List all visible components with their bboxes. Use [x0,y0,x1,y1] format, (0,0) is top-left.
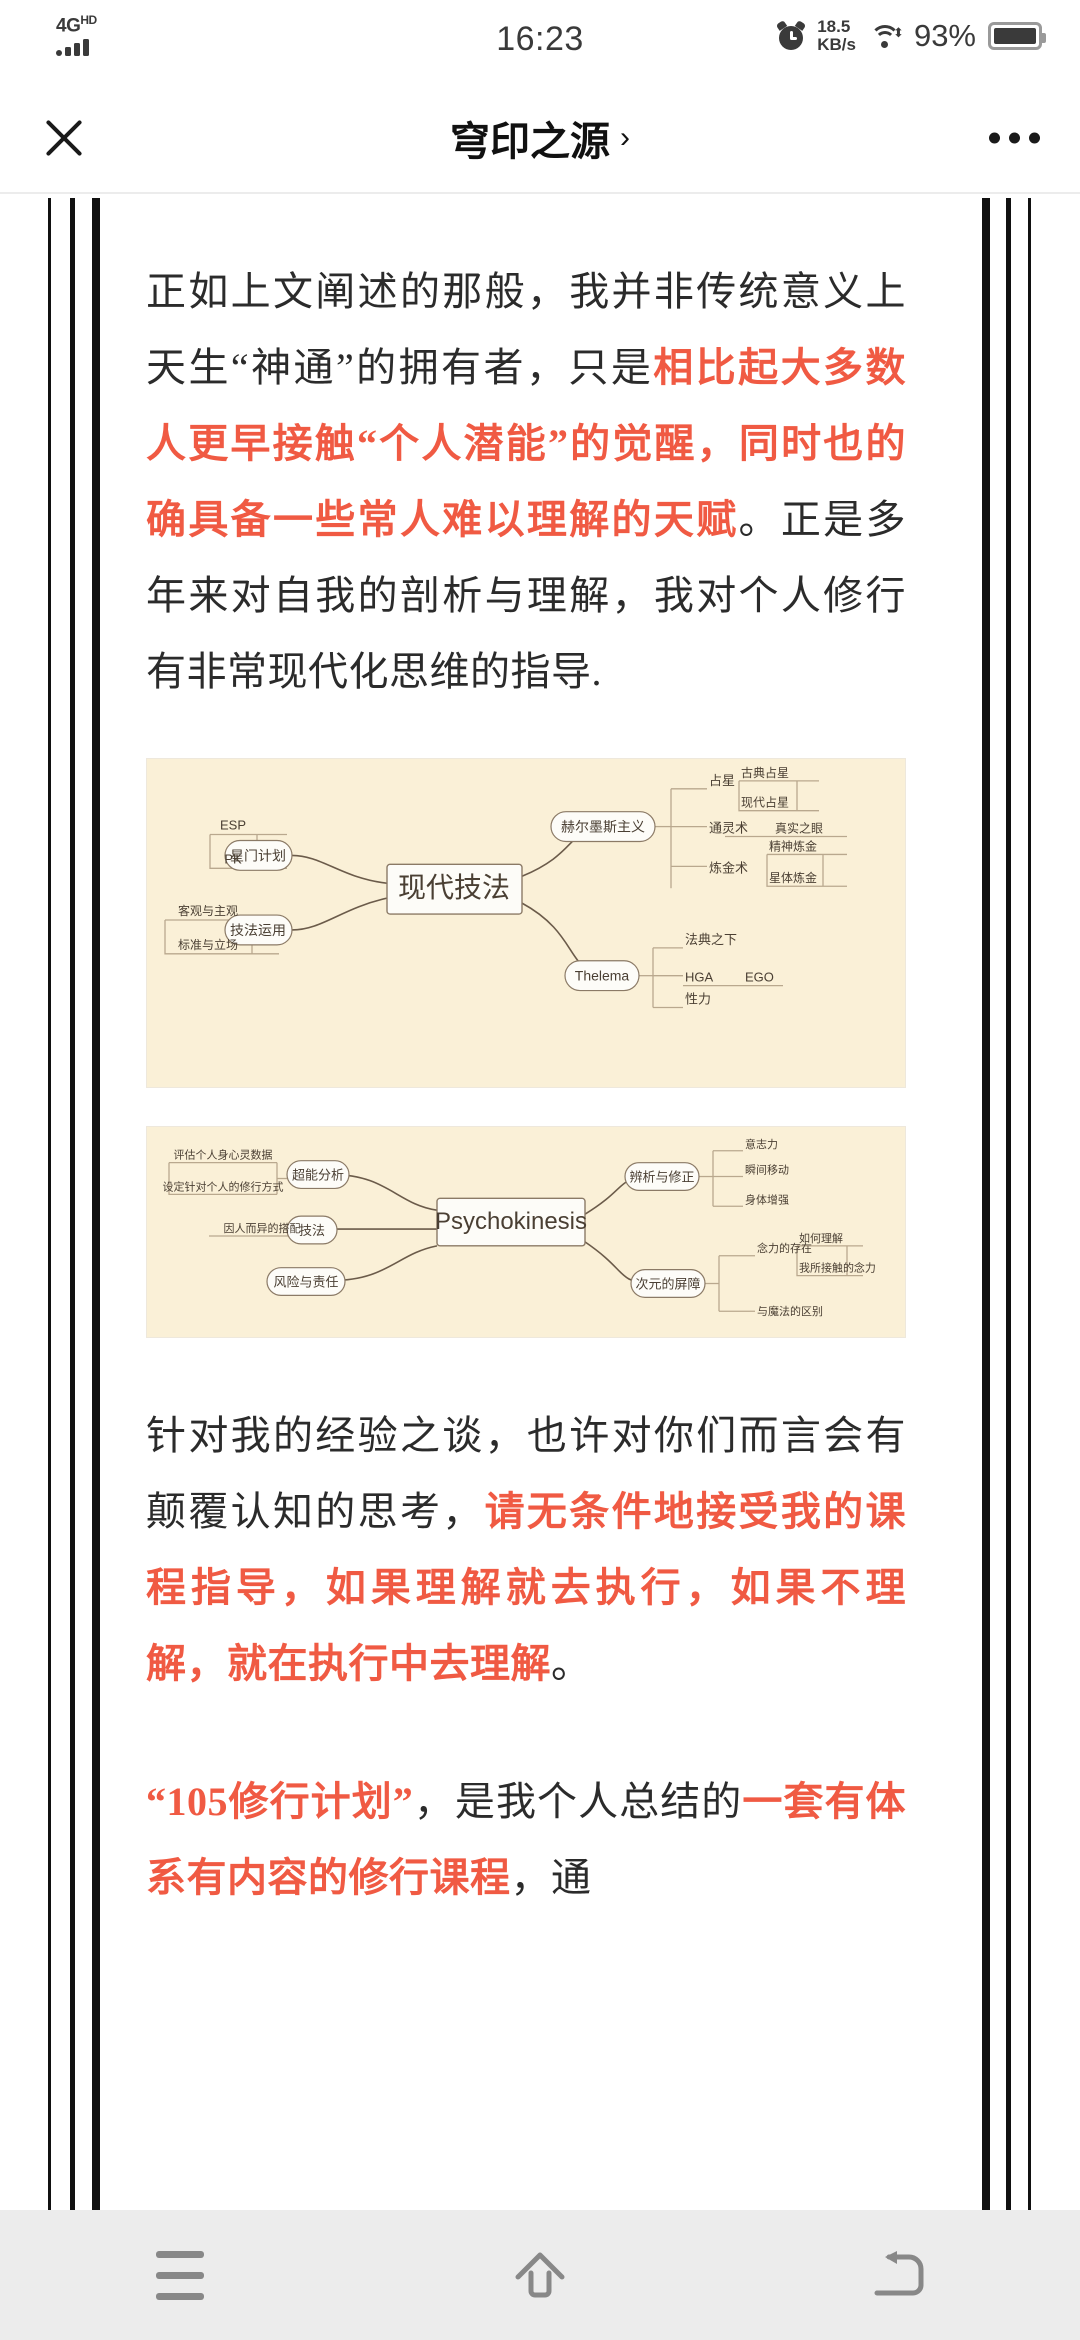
mindmap-2-leaf: 身体增强 [745,1192,789,1206]
text-run: 正如上文阐述的那般，我并非传统意义上天生“神通”的拥有者，只是 [146,269,906,390]
mindmap-1-node: 赫尔墨斯主义 [561,819,645,835]
mindmap-1-leaf: 客观与主观 [178,903,238,918]
mindmap-1-leaf: 古典占星 [741,765,789,780]
mindmap-2-leaf: 因人而异的搭配 [224,1221,301,1235]
mindmap-2-leaf: 我所接触的念力 [799,1261,876,1275]
decor-line-right-1 [982,198,990,2210]
mindmap-1-sub: 性力 [685,992,711,1007]
battery-percent: 93% [913,18,976,53]
mindmap-2-node: 辨析与修正 [630,1170,695,1185]
network-speed-unit: KB/s [817,35,856,54]
decor-line-right-2 [1006,198,1011,2210]
mindmap-1-node: 星门计划 [230,847,286,863]
mindmap-card-2[interactable]: Psychokinesis 超能分析 技法 风险与责任 评估个人身心灵数据 设定… [146,1126,906,1338]
mindmap-1-leaf: 标准与立场 [178,937,238,952]
mindmap-1-sub: 占星 [709,773,735,788]
mindmap-1-leaf: ESP [220,818,246,833]
network-type-label: 4GHD [56,13,97,37]
wifi-icon: ⬍ [868,23,904,49]
back-icon [874,2251,924,2296]
mindmap-1-sub: 炼金术 [709,860,748,875]
paragraph-2: 针对我的经验之谈，也许对你们而言会有颠覆认知的思考，请无条件地接受我的课程指导，… [146,1398,906,1702]
text-run-highlight: 一套有体系有内容的修行课程 [146,1779,907,1900]
mindmap-card-1[interactable]: 现代技法 星门计划 技法运用 ESP PK 客观与主观 标准与立场 [146,758,906,1088]
mindmap-2-node: 风险与责任 [274,1275,339,1290]
page-title-text: 穹印之源 [450,120,610,164]
mindmap-2-leaf: 瞬间移动 [745,1164,789,1177]
status-right-cluster: 18.5 KB/s ⬍ 93% [776,18,1046,54]
status-clock: 16:23 [496,20,584,58]
text-run: 。 [551,1641,592,1686]
mindmap-2-sub: 与魔法的区别 [757,1304,823,1318]
text-run: ，通 [510,1855,592,1900]
mindmap-2-leaf: 如何理解 [799,1231,843,1245]
article-top-divider [0,192,1080,194]
system-navigation-bar [0,2210,1080,2340]
text-run: 。正是多年来对自我的剖析与理解，我对个人修行有非常现代化思维的指导. [146,497,907,694]
mindmap-2-node: 超能分析 [292,1168,344,1183]
mindmap-1-sub: 通灵术 [709,821,748,836]
mindmap-1-graphic: 现代技法 星门计划 技法运用 ESP PK 客观与主观 标准与立场 [164,765,847,1009]
mindmap-1-sub: HGA [685,970,714,985]
mindmap-1-leaf: 现代占星 [741,795,789,810]
network-speed-value: 18.5 [817,17,851,36]
mindmap-2-node: 技法 [299,1223,325,1238]
article-body[interactable]: 正如上文阐述的那般，我并非传统意义上天生“神通”的拥有者，只是相比起大多数人更早… [0,192,1080,2210]
mindmap-1-leaf: 真实之眼 [775,821,823,836]
more-options-icon[interactable] [989,132,1040,144]
mindmap-1-leaf: PK [224,851,242,866]
menu-button[interactable] [125,2235,235,2315]
decor-line-right-3 [1028,198,1031,2210]
mindmap-2-leaf: 意志力 [745,1137,778,1151]
home-button[interactable] [485,2235,595,2315]
mindmap-1-sub: 法典之下 [685,932,737,947]
mindmap-2-leaf: 设定针对个人的修行方式 [163,1179,284,1193]
app-header: 穹印之源 › [0,84,1080,192]
status-bar: 4GHD 16:23 18.5 KB/s ⬍ 93% [0,0,1080,84]
text-run: 针对我的经验之谈，也许对你们而言会有颠覆认知的思考， [146,1413,906,1534]
chevron-right-icon: › [620,121,630,154]
decor-line-left-2 [70,198,75,2210]
back-button[interactable] [845,2235,955,2315]
mindmap-2-sub: 念力的存在 [757,1241,812,1255]
signal-area: 4GHD [56,13,97,57]
home-icon [515,2252,565,2298]
mindmap-1-node: 技法运用 [230,922,286,938]
page-title[interactable]: 穹印之源 › [0,109,1080,167]
text-run-highlight: 请无条件地接受我的课程指导，如果理解就去执行，如果不理解，就在执行中去理解 [146,1489,907,1686]
text-run-highlight: 相比起大多数人更早接触“个人潜能”的觉醒，同时也的确具备一些常人难以理解的天赋 [146,345,906,542]
text-run: ，是我个人总结的 [413,1779,743,1824]
mindmap-1-leaf: EGO [745,970,774,985]
paragraph-3: “105修行计划”，是我个人总结的一套有体系有内容的修行课程，通 [146,1764,906,1916]
mindmap-1-center: 现代技法 [398,872,510,903]
decor-line-left-3 [92,198,100,2210]
decor-line-left-1 [48,198,51,2210]
mindmap-1-leaf: 精神炼金 [769,838,817,853]
alarm-icon [776,20,807,50]
paragraph-1: 正如上文阐述的那般，我并非传统意义上天生“神通”的拥有者，只是相比起大多数人更早… [146,254,906,710]
signal-bars-icon [56,38,89,57]
text-run-highlight: “105修行计划” [146,1779,414,1824]
mindmap-2-leaf: 评估个人身心灵数据 [174,1148,273,1162]
mindmap-2-center: Psychokinesis [435,1208,587,1235]
battery-icon [988,22,1046,50]
mindmap-2-graphic: Psychokinesis 超能分析 技法 风险与责任 评估个人身心灵数据 设定… [163,1137,876,1318]
mindmap-1-node: Thelema [575,968,630,984]
network-speed: 18.5 KB/s [817,18,856,54]
menu-icon [156,2250,204,2300]
mindmap-1-leaf: 星体炼金 [769,870,817,885]
mindmap-2-node: 次元的屏障 [636,1277,701,1292]
article-content: 正如上文阐述的那般，我并非传统意义上天生“神通”的拥有者，只是相比起大多数人更早… [146,192,906,1916]
